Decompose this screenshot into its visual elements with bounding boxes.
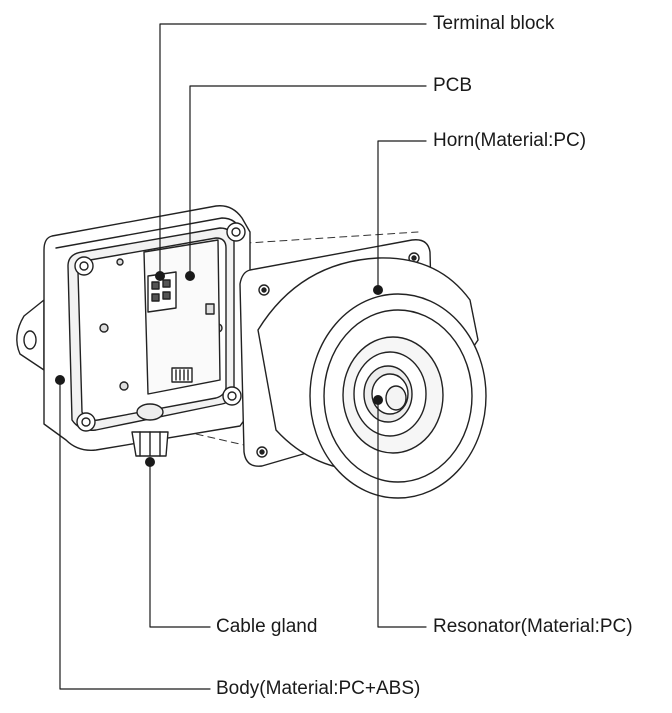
leader-dots: [55, 271, 383, 467]
terminal-block: [147, 271, 177, 313]
label-cable-gland: Cable gland: [216, 616, 318, 637]
label-horn: Horn(Material:PC): [433, 130, 587, 151]
leader-lines: [59, 23, 427, 690]
label-pcb: PCB: [433, 75, 473, 96]
label-body: Body(Material:PC+ABS): [216, 678, 421, 699]
cable-gland: [131, 403, 169, 457]
label-resonator: Resonator(Material:PC): [433, 616, 633, 637]
label-terminal-block: Terminal block: [433, 13, 555, 34]
horn-assembly: [239, 239, 487, 499]
pcb-board: [143, 239, 221, 395]
